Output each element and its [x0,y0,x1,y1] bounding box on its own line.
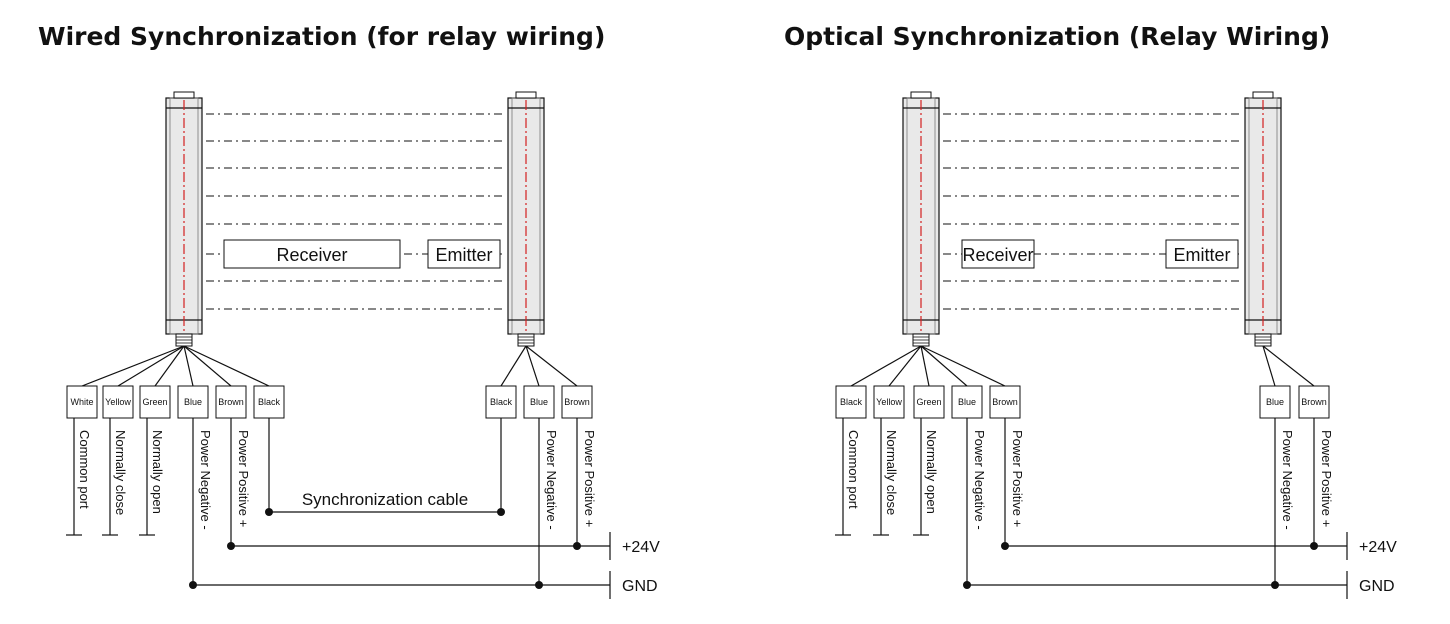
receiver-wire-color: Black [840,397,863,407]
junction-dot [535,581,543,589]
receiver-power-positive-label: Power Positive + [236,430,251,527]
junction-dot [1271,581,1279,589]
receiver-wire-lead [920,345,1006,387]
emitter-light-curtain [507,91,545,347]
junction-dot [1310,542,1318,550]
emitter-wire-color: Black [490,397,513,407]
receiver-light-curtain [902,91,940,347]
title-wired: Wired Synchronization (for relay wiring) [38,22,605,51]
rail-gnd-label: GND [622,578,658,595]
emitter-power-negative-label: Power Negative - [544,430,559,530]
receiver-wire-lead [183,345,232,387]
receiver-wire-lead [183,345,194,387]
rail-gnd-label: GND [1359,578,1395,595]
emitter-power-positive-label: Power Positive + [1319,430,1334,527]
relay-output-function: Normally close [884,430,899,515]
receiver-light-curtain [165,91,203,347]
receiver-power-negative-label: Power Negative - [198,430,213,530]
receiver-wire-tag [873,385,905,419]
receiver-wire-color: Blue [184,397,202,407]
receiver-wire-tag [215,385,247,419]
emitter-wire-color: Brown [564,397,590,407]
receiver-wire-color: Yellow [876,397,902,407]
junction-dot [963,581,971,589]
receiver-wire-lead [920,345,968,387]
emitter-wire-tag [1298,385,1330,419]
junction-dot [1001,542,1009,550]
emitter-wire-lead [1262,345,1315,387]
relay-output-function: Normally open [924,430,939,514]
receiver-wire-color: Brown [992,397,1018,407]
emitter-wire-lead [1262,345,1276,387]
receiver-wire-color: Blue [958,397,976,407]
receiver-label: Receiver [276,245,347,265]
receiver-power-negative-label: Power Negative - [972,430,987,530]
emitter-label: Emitter [1173,245,1230,265]
emitter-wire-tag [523,385,555,419]
emitter-wire-lead [525,345,540,387]
relay-output-function: Normally open [150,430,165,514]
receiver-wire-lead [183,345,270,387]
relay-output-function: Common port [77,430,92,509]
receiver-power-positive-label: Power Positive + [1010,430,1025,527]
receiver-label-box [961,239,1035,269]
receiver-wire-color: Yellow [105,397,131,407]
receiver-wire-tag [951,385,983,419]
emitter-label-box [1165,239,1239,269]
rail-plus-label: +24V [1359,539,1397,556]
junction-dot [189,581,197,589]
emitter-label-box [427,239,501,269]
receiver-wire-tag [66,385,98,419]
emitter-power-negative-label: Power Negative - [1280,430,1295,530]
emitter-wire-color: Brown [1301,397,1327,407]
receiver-label: Receiver [962,245,1033,265]
emitter-wire-lead [525,345,578,387]
receiver-wire-tag [253,385,285,419]
relay-output-function: Normally close [113,430,128,515]
receiver-wire-color: Green [916,397,941,407]
receiver-wire-tag [177,385,209,419]
receiver-wire-lead [920,345,930,387]
receiver-wire-color: Black [258,397,281,407]
relay-output-function: Common port [846,430,861,509]
receiver-wire-color: White [70,397,93,407]
receiver-wire-lead [154,345,185,387]
emitter-label: Emitter [435,245,492,265]
rail-plus-label: +24V [622,539,660,556]
emitter-wire-color: Blue [530,397,548,407]
synchronization-cable-label: Synchronization cable [302,490,468,509]
receiver-wire-lead [81,345,185,387]
title-optical: Optical Synchronization (Relay Wiring) [784,22,1330,51]
junction-dot [265,508,273,516]
receiver-wire-tag [835,385,867,419]
junction-dot [573,542,581,550]
emitter-light-curtain [1244,91,1282,347]
emitter-wire-color: Blue [1266,397,1284,407]
emitter-wire-lead [500,345,527,387]
receiver-wire-tag [913,385,945,419]
emitter-power-positive-label: Power Positive + [582,430,597,527]
junction-dot [227,542,235,550]
emitter-wire-tag [561,385,593,419]
receiver-label-box [223,239,401,269]
receiver-wire-lead [888,345,922,387]
junction-dot [497,508,505,516]
emitter-wire-tag [485,385,517,419]
receiver-wire-color: Green [142,397,167,407]
receiver-wire-color: Brown [218,397,244,407]
receiver-wire-tag [102,385,134,419]
receiver-wire-lead [850,345,922,387]
receiver-wire-tag [139,385,171,419]
receiver-wire-lead [117,345,185,387]
